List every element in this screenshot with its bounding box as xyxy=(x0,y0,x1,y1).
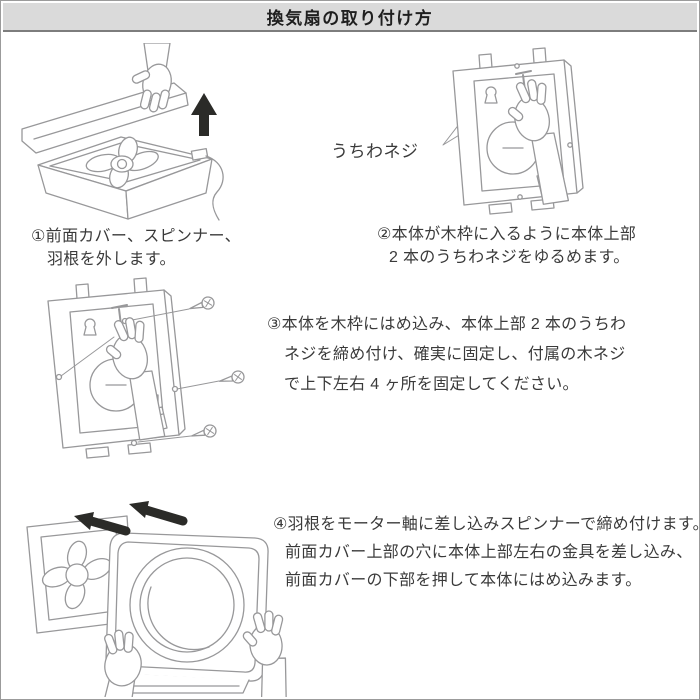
up-arrow-icon xyxy=(191,93,217,136)
step1-caption: ①前面カバー、スピンナー、 羽根を外します。 xyxy=(31,225,241,271)
hand-icon xyxy=(103,629,142,697)
caption-line: 前面カバー上部の穴に本体上部左右の金具を差し込み、 xyxy=(285,544,693,561)
spinner-icon xyxy=(116,158,128,170)
cord-connector xyxy=(190,148,209,161)
leader-line xyxy=(60,308,220,443)
keyhole-slot-icon xyxy=(83,318,97,336)
step3-caption: ③本体を木枠にはめ込み、本体上部 2 本のうちわ ネジを締め付け、確実に固定し、… xyxy=(267,310,626,400)
wing-screw-label: うちわネジ xyxy=(331,142,419,161)
caption-line: ①前面カバー、スピンナー、 xyxy=(31,228,241,245)
caption-line: 羽根を外します。 xyxy=(47,251,176,268)
caption-line: ④羽根をモーター軸に差し込みスピンナーで締め付けます。 xyxy=(273,516,700,533)
hand-icon xyxy=(131,43,172,113)
step2-illustration xyxy=(442,47,584,215)
fan-blades-icon xyxy=(41,540,112,610)
caption-line: ネジを締め付け、確実に固定し、付属の木ネジ xyxy=(284,346,626,363)
wood-screw-icon xyxy=(218,370,245,384)
hand-icon xyxy=(105,317,166,441)
caption-line: ③本体を木枠にはめ込み、本体上部 2 本のうちわ xyxy=(267,316,627,333)
caption-line: 前面カバーの下部を押して本体にはめ込みます。 xyxy=(285,572,642,589)
keyhole-slot-icon xyxy=(484,86,498,104)
fan-blades-icon xyxy=(85,136,159,189)
step4-illustration xyxy=(26,501,288,697)
up-left-arrow-icon xyxy=(74,501,188,536)
step3-illustration xyxy=(47,277,245,459)
caption-line: 2 本のうちわネジをゆるめます。 xyxy=(389,249,630,266)
front-cover xyxy=(105,532,269,694)
hand-icon xyxy=(507,79,570,205)
wood-screw-icon xyxy=(190,424,217,438)
page-title: 換気扇の取り付け方 xyxy=(266,9,434,28)
caption-line: で上下左右 4 ヶ所を固定してください。 xyxy=(284,376,579,393)
wood-screw-icon xyxy=(189,296,215,310)
caption-line: ②本体が木枠に入るように本体上部 xyxy=(377,226,637,243)
hand-icon xyxy=(242,610,288,697)
page-title-bar: 換気扇の取り付け方 xyxy=(3,3,697,32)
step1-illustration xyxy=(21,43,224,221)
step2-caption: ②本体が木枠に入るように本体上部 2 本のうちわネジをゆるめます。 xyxy=(377,223,636,269)
power-cord xyxy=(205,155,224,221)
step4-caption: ④羽根をモーター軸に差し込みスピンナーで締め付けます。 前面カバー上部の穴に本体… xyxy=(273,511,700,595)
